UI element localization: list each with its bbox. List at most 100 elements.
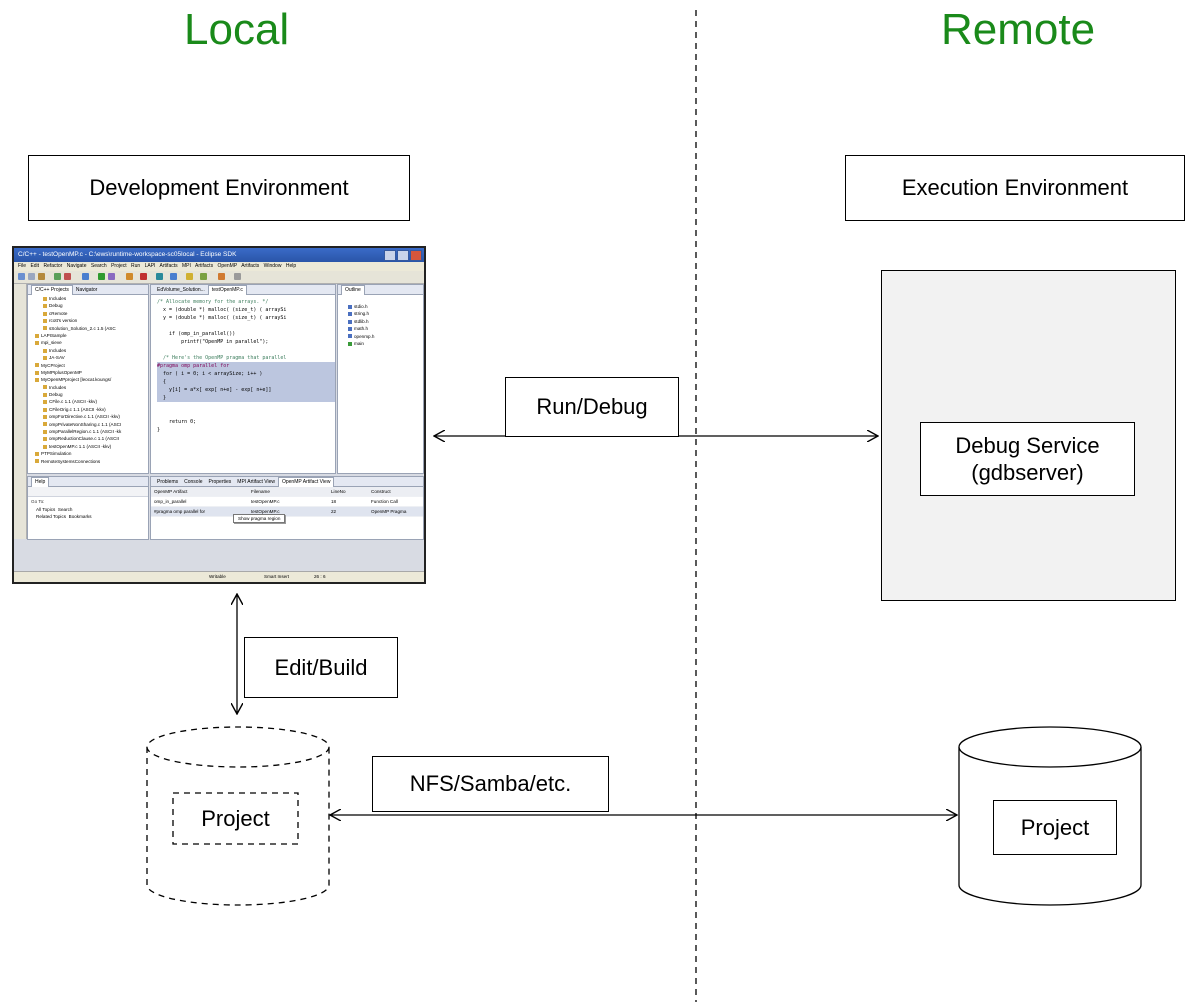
ide-code-line: } bbox=[157, 427, 161, 433]
ide-help-panel: Help Go To: All Topics Search Related To… bbox=[27, 476, 149, 540]
include-icon bbox=[348, 304, 352, 309]
run-debug-label: Run/Debug bbox=[505, 377, 679, 437]
folder-icon bbox=[43, 444, 47, 449]
ide-code-line bbox=[157, 402, 335, 410]
folder-icon bbox=[43, 385, 47, 390]
ide-code-line: /* Here's the OpenMP pragma that paralle… bbox=[157, 355, 287, 361]
ide-tree-item: MyMPIplusOpenMP bbox=[32, 369, 148, 376]
ide-status-bar: Writable Smart Insert 26 : 6 bbox=[14, 571, 424, 582]
ide-tree-item: MyCProject bbox=[32, 362, 148, 369]
ide-code-line: if (omp_in_parallel()) bbox=[157, 331, 236, 337]
ide-outline-item: openmp.h bbox=[348, 333, 423, 340]
local-project-box-border bbox=[172, 792, 299, 845]
ide-tree-item: Debug bbox=[32, 302, 148, 309]
ide-tree-item: Includes bbox=[32, 347, 148, 354]
ide-perspective-strip bbox=[14, 284, 27, 539]
ide-tree-item: RemoteSystemsConnections bbox=[32, 458, 148, 465]
ide-code-line bbox=[157, 346, 335, 354]
ide-editor-panel: EdVolume_Solution...testOpenMP.c /* Allo… bbox=[150, 284, 336, 474]
ide-bottom-tab: Properties bbox=[208, 479, 232, 485]
ide-menubar: File Edit Refactor Navigate Search Proje… bbox=[14, 262, 424, 271]
ide-code-line: printf("OpenMP in parallel"); bbox=[157, 339, 269, 345]
remote-project-box: Project bbox=[993, 800, 1117, 855]
eclipse-ide-screenshot: C/C++ - testOpenMP.c - C:\ews\runtime-wo… bbox=[12, 246, 426, 584]
ide-bottom-tab: MPI Artifact View bbox=[237, 479, 275, 485]
ide-tree-item: sSolution_Solution_2.c 1.5 (ASC bbox=[32, 325, 148, 332]
ide-tree-item: Includes bbox=[32, 384, 148, 391]
ide-tree-item: MyOpenMPproject [leocat.koungs/ bbox=[32, 376, 148, 383]
ide-outline-item: string.h bbox=[348, 310, 423, 317]
folder-icon bbox=[43, 348, 47, 353]
ide-outline-item: main bbox=[348, 340, 423, 347]
ide-tree-item: ompForDirective.c 1.1 (ASCII -kkv) bbox=[32, 413, 148, 420]
local-heading: Local bbox=[184, 5, 290, 54]
ide-tree-item: ompPrivateNonSharing.c 1.1 (ASCI bbox=[32, 421, 148, 428]
ide-tree-item: cRemote bbox=[32, 310, 148, 317]
folder-icon bbox=[35, 378, 39, 383]
ide-tree-item: PTPSimulation bbox=[32, 450, 148, 457]
ide-code-line: y = (double *) malloc( (size_t) ( arrayS… bbox=[157, 315, 287, 321]
folder-icon bbox=[35, 459, 39, 464]
ide-tree-item: LAPISample bbox=[32, 332, 148, 339]
folder-icon bbox=[43, 392, 47, 397]
ide-tree-item: JA-SAV bbox=[32, 354, 148, 361]
folder-icon bbox=[43, 318, 47, 323]
maximize-icon bbox=[397, 250, 409, 261]
folder-icon bbox=[43, 311, 47, 316]
ide-tree-item: ompReductionClause.c 1.1 (ASCII bbox=[32, 435, 148, 442]
ide-toolbar bbox=[14, 271, 424, 284]
edit-build-label: Edit/Build bbox=[244, 637, 398, 698]
folder-icon bbox=[43, 437, 47, 442]
ide-outline-item: stdio.h bbox=[348, 303, 423, 310]
ide-code-line: return 0; bbox=[157, 419, 197, 425]
ide-tree-item: Debug bbox=[32, 391, 148, 398]
remote-heading: Remote bbox=[941, 5, 1096, 54]
folder-icon bbox=[35, 333, 39, 338]
folder-icon bbox=[43, 400, 47, 405]
folder-icon bbox=[43, 429, 47, 434]
minimize-icon bbox=[384, 250, 396, 261]
folder-icon bbox=[35, 363, 39, 368]
ide-tree-item: Includes bbox=[32, 295, 148, 302]
ide-code-line: } bbox=[157, 394, 335, 402]
ide-tree-item: mpi_sieve bbox=[32, 339, 148, 346]
folder-icon bbox=[43, 296, 47, 301]
include-icon bbox=[348, 326, 352, 331]
ide-code-line: { bbox=[157, 378, 335, 386]
ide-code-line bbox=[157, 410, 335, 418]
ide-bottom-tab: Problems bbox=[157, 479, 179, 485]
ide-bottom-tab: OpenMP Artifact View bbox=[277, 477, 335, 487]
nfs-samba-label: NFS/Samba/etc. bbox=[372, 756, 609, 812]
ide-code-line: #pragma omp parallel for bbox=[157, 362, 335, 370]
ide-tree-item: CFileOrig.c 1.1 (ASCII -kkv) bbox=[32, 406, 148, 413]
close-icon bbox=[410, 250, 422, 261]
ide-tree-item: testOpenMP.c 1.1 (ASCII -kkv) bbox=[32, 443, 148, 450]
ide-code-line: y[i] = a*x[ exp[ n+e] - exp[ n+e]] bbox=[157, 386, 335, 394]
folder-icon bbox=[43, 304, 47, 309]
ide-outline-item: stdlib.h bbox=[348, 318, 423, 325]
ide-code-line bbox=[157, 322, 335, 330]
function-icon bbox=[348, 341, 352, 346]
ide-tree-item: ompParallelRegion.c 1.1 (ASCII -kk bbox=[32, 428, 148, 435]
ide-tree-item: CFile.c 1.1 (ASCII -kkv) bbox=[32, 398, 148, 405]
folder-icon bbox=[35, 370, 39, 375]
folder-icon bbox=[43, 355, 47, 360]
ide-code-line: for ( i = 0; i < arraySize; i++ ) bbox=[157, 370, 335, 378]
ide-code-line: /* Allocate memory for the arrays. */ bbox=[157, 299, 269, 305]
ide-tree-item: rcott's version bbox=[32, 317, 148, 324]
folder-icon bbox=[43, 422, 47, 427]
include-icon bbox=[348, 334, 352, 339]
folder-icon bbox=[43, 326, 47, 331]
ide-title-bar: C/C++ - testOpenMP.c - C:\ews\runtime-wo… bbox=[14, 248, 424, 262]
folder-icon bbox=[43, 407, 47, 412]
ide-context-menu: Show pragma region bbox=[233, 514, 286, 523]
development-environment-label: Development Environment bbox=[28, 155, 410, 221]
debug-service-box: Debug Service (gdbserver) bbox=[920, 422, 1135, 496]
ide-bottom-tab: Console bbox=[184, 479, 203, 485]
ide-openmp-artifact-view: Problems Console Properties MPI Artifact Vi… bbox=[150, 476, 424, 540]
include-icon bbox=[348, 319, 352, 324]
ide-outline-item: math.h bbox=[348, 325, 423, 332]
folder-icon bbox=[35, 341, 39, 346]
